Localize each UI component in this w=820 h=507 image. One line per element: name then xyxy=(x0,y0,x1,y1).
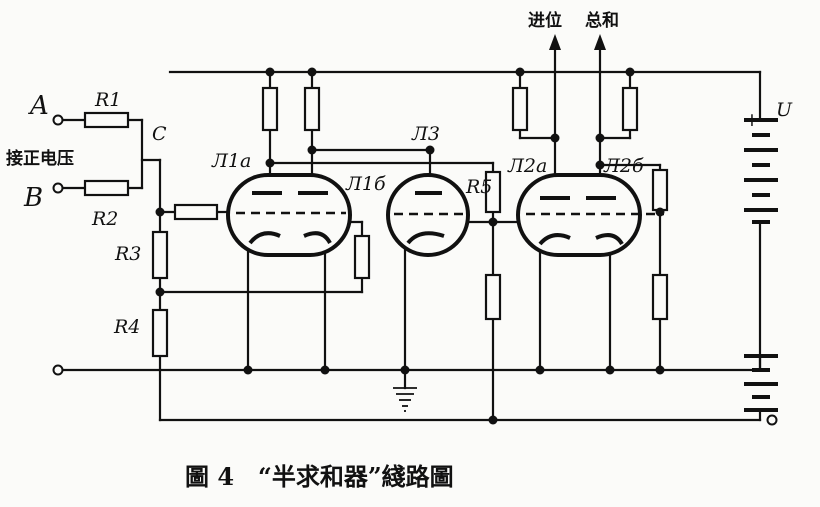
resistor-r3 xyxy=(151,230,169,280)
resistor-plate-2a xyxy=(511,86,529,132)
battery-lower xyxy=(744,354,778,412)
tube-l3-label: Л3 xyxy=(411,123,440,145)
input-a-label: A xyxy=(28,91,49,121)
tube-l2a-label: Л2a xyxy=(507,155,547,177)
resistor-grid-1b xyxy=(353,234,371,280)
r4-label: R4 xyxy=(113,316,140,338)
resistor-divider xyxy=(484,273,502,321)
carry-output-label: 进位 xyxy=(528,10,562,31)
terminal-a xyxy=(52,114,64,126)
figure-caption: 圖 4 “半求和器”綫路圖 xyxy=(185,462,454,491)
battery-upper xyxy=(744,118,778,224)
input-voltage-label: 接正电压 xyxy=(6,148,74,169)
input-b-label: B xyxy=(23,183,43,213)
r5-label: R5 xyxy=(465,176,492,198)
tube-l1b-label: Л1б xyxy=(345,173,386,195)
r1-label: R1 xyxy=(94,89,121,111)
resistor-r4 xyxy=(151,308,169,358)
sum-output-label: 总和 xyxy=(585,10,619,31)
tube-l2b-label: Л2б xyxy=(603,155,644,177)
resistor-plate-2b-load xyxy=(651,168,669,212)
r3-label: R3 xyxy=(114,243,141,265)
resistor-r2 xyxy=(83,179,130,197)
ground-symbol xyxy=(393,387,417,412)
tube-l1 xyxy=(226,173,352,257)
resistor-r1 xyxy=(83,111,130,129)
junction-dots xyxy=(155,67,665,425)
terminal-supply xyxy=(766,414,778,426)
r2-label: R2 xyxy=(91,208,118,230)
terminal-b xyxy=(52,182,64,194)
supply-voltage-label: U xyxy=(776,99,793,121)
resistor-grid-2b xyxy=(651,273,669,321)
tube-l3 xyxy=(386,173,470,257)
terminals xyxy=(52,114,778,426)
output-arrows xyxy=(549,34,606,50)
resistor-plate-1b xyxy=(303,86,321,132)
node-c-label: C xyxy=(152,123,167,145)
resistor-r5 xyxy=(484,170,502,214)
resistors xyxy=(83,86,669,358)
tube-l1a-label: Л1a xyxy=(211,150,251,172)
resistor-plate-1a xyxy=(261,86,279,132)
resistor-grid-input xyxy=(173,203,219,221)
tube-l2 xyxy=(516,173,664,257)
supply-plus-label: + xyxy=(744,109,760,131)
terminal-ground xyxy=(52,364,64,376)
resistor-plate-2b xyxy=(621,86,639,132)
